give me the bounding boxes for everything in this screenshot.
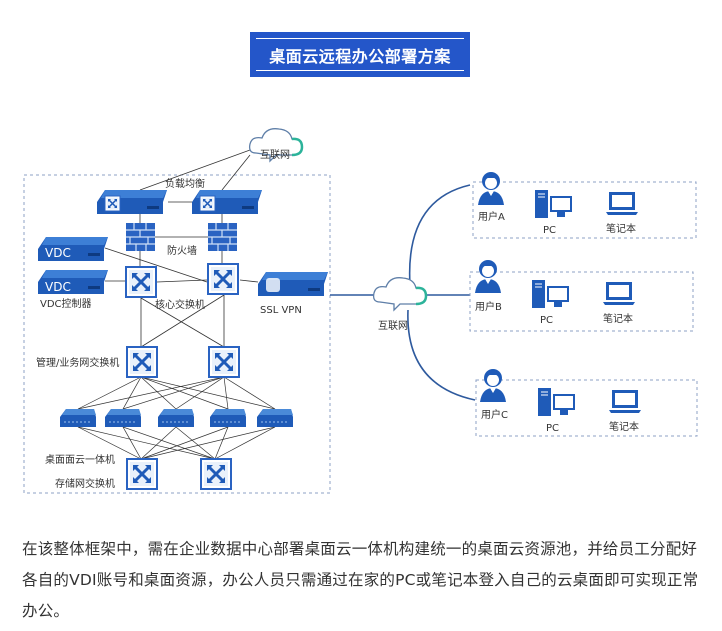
internet-label: 互联网 — [378, 320, 408, 332]
core-switch-label: 核心交换机 — [155, 298, 205, 311]
mgmt-switch-label: 管理/业务网交换机 — [36, 356, 119, 369]
pc-label: PC — [546, 423, 559, 434]
pc-icon — [531, 279, 570, 309]
pc-label: PC — [543, 225, 556, 236]
vdc-controller-label: VDC控制器 — [40, 297, 92, 310]
user-group: 用户B PC 笔记本 — [469, 260, 694, 332]
user-boundary — [475, 379, 698, 437]
mgmt-switch-icon — [207, 345, 241, 379]
user-group: 用户A PC 笔记本 — [472, 172, 697, 239]
description-text: 在该整体框架中，需在企业数据中心部署桌面云一体机构建统一的桌面云资源池，并给员工… — [22, 540, 699, 620]
storage-switch-icon — [125, 457, 159, 491]
firewall-icon — [207, 222, 238, 252]
desktop-cloud-appliance-icon — [256, 408, 294, 428]
user-boundary — [469, 271, 694, 332]
internet-label: 互联网 — [260, 149, 290, 161]
laptop-icon — [609, 390, 641, 413]
laptop-label: 笔记本 — [609, 420, 639, 433]
user-icon — [478, 172, 504, 205]
laptop-icon — [603, 282, 635, 305]
load-balancer-label: 负载均衡 — [165, 177, 205, 190]
user-icon — [480, 369, 506, 402]
laptop-icon — [606, 192, 638, 215]
user-name: 用户A — [478, 210, 505, 223]
firewall-label: 防火墙 — [167, 244, 197, 257]
divider — [256, 38, 464, 39]
desktop-cloud-appliance-icon — [59, 408, 97, 428]
desktop-cloud-appliance-icon — [157, 408, 195, 428]
user-boundary — [472, 181, 697, 239]
core-switch-icon — [124, 265, 158, 299]
pc-icon — [537, 387, 576, 417]
vdc-device-text: VDC — [45, 246, 71, 260]
laptop-label: 笔记本 — [606, 222, 636, 235]
firewall-icon — [125, 222, 156, 252]
ssl-vpn-label: SSL VPN — [260, 305, 302, 316]
internet-cloud-icon — [372, 276, 428, 312]
load-balancer-icon — [192, 190, 262, 214]
vdc-device-text: VDC — [45, 280, 71, 294]
ssl-vpn-icon — [258, 272, 328, 296]
desktop-cloud-appliance-icon — [209, 408, 247, 428]
laptop-label: 笔记本 — [603, 312, 633, 325]
user-links — [407, 184, 476, 401]
pc-label: PC — [540, 315, 553, 326]
network-diagram: 互联网 负载均衡 防火墙 VDC VDC VDC控制器 核心交换机 SSL VP… — [23, 127, 698, 494]
load-balancer-icon — [97, 190, 167, 214]
datacenter-links — [104, 149, 259, 348]
user-icon — [475, 260, 501, 293]
user-group: 用户C PC 笔记本 — [475, 369, 698, 437]
server-mesh-links — [77, 376, 276, 460]
title-banner: 桌面云远程办公部署方案 — [250, 32, 470, 77]
desktop-cloud-appliance-icon — [104, 408, 142, 428]
pc-icon — [534, 189, 573, 219]
appliance-label: 桌面面云一体机 — [45, 453, 115, 466]
storage-switch-label: 存储网交换机 — [55, 477, 115, 490]
user-name: 用户B — [475, 300, 502, 313]
mgmt-switch-icon — [125, 345, 159, 379]
core-switch-icon — [206, 262, 240, 296]
divider — [256, 70, 464, 71]
user-name: 用户C — [481, 408, 508, 421]
page-title: 桌面云远程办公部署方案 — [269, 47, 451, 66]
storage-switch-icon — [199, 457, 233, 491]
datacenter-boundary — [23, 174, 331, 494]
